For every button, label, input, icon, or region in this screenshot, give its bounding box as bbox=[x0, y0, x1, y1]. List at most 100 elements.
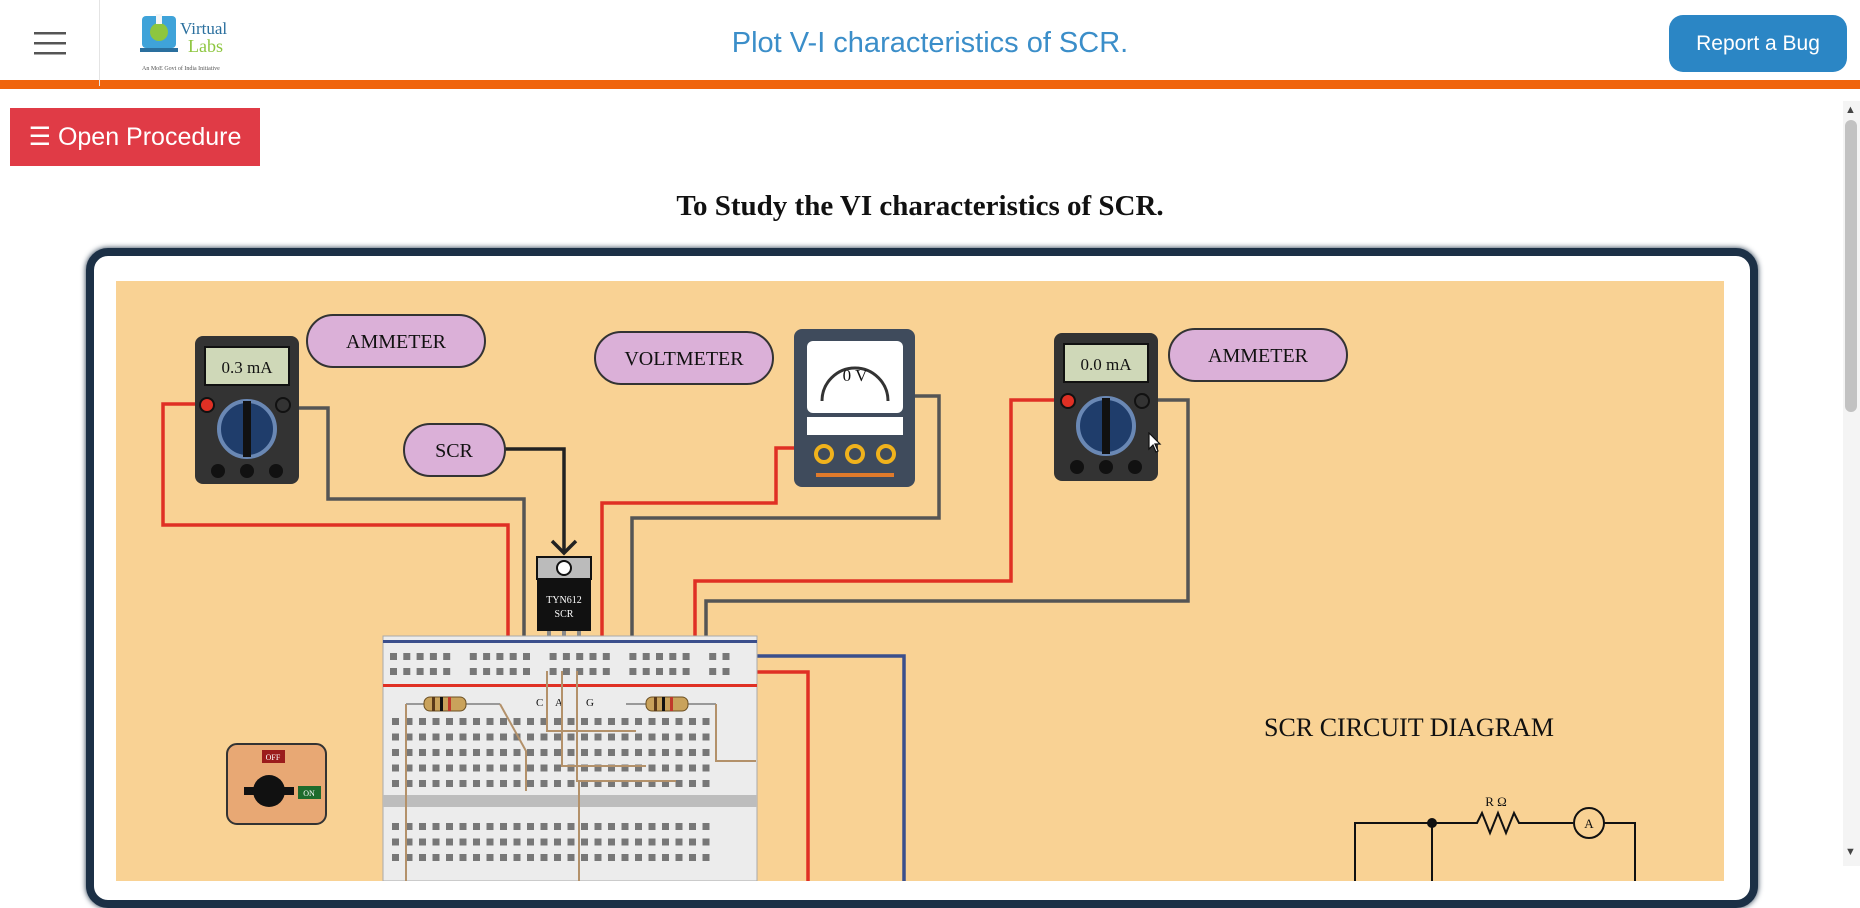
breadboard-hole bbox=[669, 653, 677, 660]
voltmeter-label: VOLTMETER bbox=[624, 348, 744, 370]
breadboard-hole bbox=[689, 718, 696, 725]
breadboard-hole bbox=[576, 653, 584, 660]
breadboard-hole bbox=[496, 668, 504, 675]
breadboard-hole bbox=[459, 718, 467, 725]
breadboard-hole bbox=[682, 653, 690, 660]
breadboard-hole bbox=[513, 854, 521, 861]
breadboard-hole bbox=[629, 668, 637, 675]
breadboard-hole bbox=[581, 749, 588, 756]
breadboard-hole bbox=[483, 668, 491, 675]
breadboard-hole bbox=[473, 780, 480, 787]
circuit-diagram bbox=[1354, 807, 1636, 881]
breadboard-hole bbox=[459, 764, 467, 772]
breadboard-hole bbox=[689, 780, 696, 787]
breadboard-hole bbox=[648, 733, 656, 741]
report-bug-button[interactable]: Report a Bug bbox=[1669, 15, 1847, 72]
breadboard-hole bbox=[675, 780, 683, 787]
breadboard-hole bbox=[608, 780, 615, 787]
breadboard-hole bbox=[459, 854, 467, 861]
virtual-labs-logo[interactable]: Virtual Labs An MoE Govt of India Initia… bbox=[138, 12, 250, 74]
breadboard-hole bbox=[459, 823, 467, 830]
breadboard-hole bbox=[562, 653, 570, 660]
breadboard-hole bbox=[486, 854, 494, 861]
breadboard-hole bbox=[709, 653, 717, 660]
breadboard-hole bbox=[500, 733, 507, 741]
breadboard-hole bbox=[554, 764, 561, 772]
breadboard-hole bbox=[689, 823, 696, 830]
breadboard-hole bbox=[594, 749, 602, 756]
breadboard-hole bbox=[446, 749, 453, 756]
logo-text-labs: Labs bbox=[188, 36, 223, 56]
resistor-right[interactable] bbox=[626, 696, 716, 712]
breadboard-hole bbox=[554, 823, 561, 830]
breadboard[interactable]: C A G bbox=[382, 635, 758, 881]
breadboard-hole bbox=[390, 668, 397, 675]
breadboard-hole bbox=[446, 838, 453, 846]
breadboard-hole bbox=[496, 653, 504, 660]
breadboard-hole bbox=[486, 764, 494, 772]
breadboard-hole bbox=[459, 780, 467, 787]
breadboard-hole bbox=[567, 764, 575, 772]
breadboard-hole bbox=[602, 653, 610, 660]
resistor-left[interactable] bbox=[406, 696, 500, 712]
breadboard-hole bbox=[567, 854, 575, 861]
breadboard-holes bbox=[390, 653, 730, 861]
breadboard-hole bbox=[392, 838, 399, 846]
scrollbar-thumb[interactable] bbox=[1845, 120, 1857, 412]
scroll-up-arrow-icon[interactable]: ▲ bbox=[1845, 104, 1856, 116]
breadboard-hole bbox=[419, 854, 426, 861]
breadboard-hole bbox=[429, 653, 437, 660]
ammeter-left[interactable]: 0.3 mA bbox=[195, 336, 299, 484]
scr-label: SCR bbox=[435, 440, 473, 462]
breadboard-hole bbox=[589, 668, 597, 675]
breadboard-hole bbox=[527, 780, 534, 787]
breadboard-hole bbox=[527, 718, 534, 725]
scroll-down-arrow-icon[interactable]: ▼ bbox=[1845, 846, 1856, 858]
breadboard-hole bbox=[589, 653, 597, 660]
open-procedure-button[interactable]: ☰ Open Procedure bbox=[10, 108, 260, 166]
breadboard-hole bbox=[432, 749, 440, 756]
breadboard-hole bbox=[509, 668, 517, 675]
power-switch[interactable]: OFF ON bbox=[226, 743, 327, 825]
breadboard-hole bbox=[635, 838, 642, 846]
breadboard-hole bbox=[675, 718, 683, 725]
breadboard-hole bbox=[648, 764, 656, 772]
breadboard-hole bbox=[405, 733, 413, 741]
breadboard-hole bbox=[446, 823, 453, 830]
simulation-stage: 0.3 mA AMMETER SCR VOLTMETER 0 V 0.0 mA bbox=[116, 281, 1724, 881]
breadboard-hole bbox=[500, 854, 507, 861]
breadboard-hole bbox=[608, 823, 615, 830]
hamburger-menu-button[interactable] bbox=[0, 0, 100, 86]
breadboard-hole bbox=[594, 838, 602, 846]
breadboard-hole bbox=[576, 668, 584, 675]
breadboard-hole bbox=[675, 749, 683, 756]
breadboard-hole bbox=[540, 718, 548, 725]
breadboard-hole bbox=[513, 823, 521, 830]
breadboard-hole bbox=[702, 854, 710, 861]
breadboard-hole bbox=[642, 653, 650, 660]
breadboard-hole bbox=[473, 764, 480, 772]
breadboard-hole bbox=[642, 668, 650, 675]
breadboard-hole bbox=[540, 854, 548, 861]
breadboard-hole bbox=[540, 764, 548, 772]
breadboard-hole bbox=[432, 764, 440, 772]
breadboard-hole bbox=[500, 749, 507, 756]
breadboard-hole bbox=[594, 854, 602, 861]
scr-component[interactable]: TYN612 SCR bbox=[536, 556, 592, 671]
ammeter-right[interactable]: 0.0 mA bbox=[1054, 333, 1158, 481]
breadboard-hole bbox=[581, 764, 588, 772]
breadboard-hole bbox=[405, 838, 413, 846]
ammeter-right-label: AMMETER bbox=[1208, 345, 1309, 367]
breadboard-hole bbox=[629, 653, 637, 660]
breadboard-hole bbox=[662, 749, 669, 756]
breadboard-hole bbox=[594, 718, 602, 725]
voltmeter[interactable]: 0 V bbox=[794, 329, 915, 487]
breadboard-hole bbox=[527, 854, 534, 861]
breadboard-hole bbox=[648, 718, 656, 725]
breadboard-hole bbox=[403, 668, 411, 675]
breadboard-hole bbox=[549, 668, 557, 675]
breadboard-hole bbox=[554, 718, 561, 725]
breadboard-hole bbox=[513, 718, 521, 725]
breadboard-hole bbox=[581, 780, 588, 787]
wires bbox=[161, 394, 1190, 881]
